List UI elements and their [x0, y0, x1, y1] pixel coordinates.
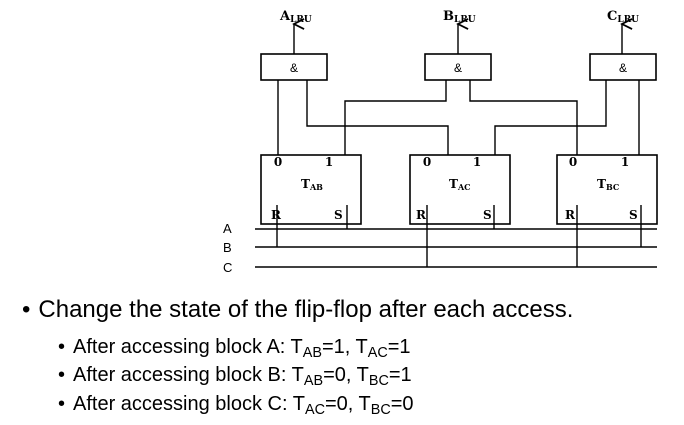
- flipflop-tbc: 0 1 TBC R S: [556, 154, 658, 225]
- input-label-a: A: [223, 221, 232, 236]
- bullet-main: • Change the state of the flip-flop after…: [22, 296, 573, 324]
- interconnect-wires: [277, 80, 640, 155]
- and-gate-b: &: [424, 53, 492, 81]
- flipflop-tac-reset: R: [416, 208, 427, 222]
- output-label-c: CLRU: [607, 9, 639, 25]
- flipflop-tbc-pin0: 0: [569, 155, 577, 169]
- rs-connections: [276, 205, 642, 267]
- input-label-b: B: [223, 240, 232, 255]
- bullet-dot-icon: •: [58, 393, 66, 415]
- output-label-b: BLRU: [443, 9, 476, 25]
- flipflop-tab-pin0: 0: [274, 155, 282, 169]
- flipflop-tbc-set: S: [629, 208, 638, 222]
- input-bus-lines: [255, 228, 657, 268]
- bullet-item-a: •After accessing block A: TAB=1, TAC=1: [58, 336, 411, 362]
- and-gate-c: &: [589, 53, 657, 81]
- input-label-c: C: [223, 260, 232, 275]
- lru-circuit-diagram: ALRU BLRU CLRU & & & 0 1 TAB R S 0 1: [223, 9, 658, 275]
- flipflop-tac-label: TAC: [449, 177, 471, 192]
- flipflop-tbc-reset: R: [565, 208, 576, 222]
- bullet-dot-icon: •: [58, 336, 66, 358]
- flipflop-tab-set: S: [334, 208, 343, 222]
- and-gate-a: &: [260, 53, 328, 81]
- flipflop-tac-pin1: 1: [473, 155, 481, 169]
- flipflop-tac-set: S: [483, 208, 492, 222]
- bullet-item-b: •After accessing block B: TAB=0, TBC=1: [58, 364, 412, 390]
- bullet-dot-icon: •: [22, 296, 31, 323]
- and-gate-a-label: &: [290, 61, 298, 75]
- flipflop-tbc-label: TBC: [597, 177, 619, 192]
- flipflop-tab-pin1: 1: [325, 155, 333, 169]
- and-gate-b-label: &: [454, 61, 462, 75]
- output-label-a: ALRU: [279, 9, 312, 25]
- flipflop-tac: 0 1 TAC R S: [409, 154, 511, 225]
- flipflop-tbc-pin1: 1: [621, 155, 629, 169]
- flipflop-tab: 0 1 TAB R S: [260, 154, 362, 225]
- and-gate-c-label: &: [619, 61, 627, 75]
- flipflop-tab-label: TAB: [301, 177, 323, 192]
- flipflop-tac-pin0: 0: [423, 155, 431, 169]
- bullet-dot-icon: •: [58, 364, 66, 386]
- bullet-main-text: Change the state of the flip-flop after …: [38, 296, 574, 323]
- bullet-item-c: •After accessing block C: TAC=0, TBC=0: [58, 393, 414, 419]
